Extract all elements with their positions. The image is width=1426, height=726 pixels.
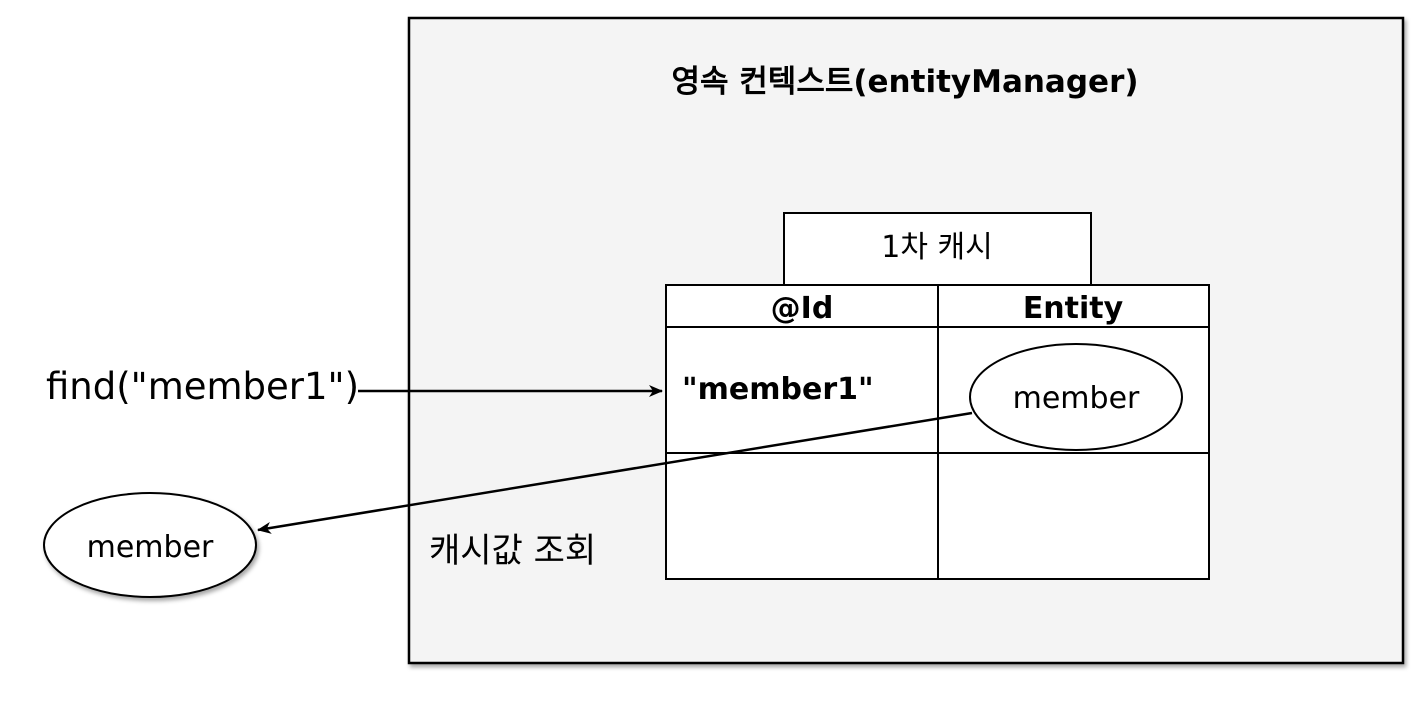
returned-entity-label: member: [87, 530, 214, 565]
first-level-cache-label-box: [783, 212, 1092, 286]
column-header-entity: Entity: [1023, 291, 1124, 326]
return-entity-arrow: [257, 411, 973, 534]
cache-entity-label: member: [1013, 381, 1140, 416]
cache-row-id: "member1": [682, 372, 874, 407]
cache-entity-ellipse: [969, 343, 1183, 451]
column-header-id: @Id: [771, 291, 834, 326]
persistence-context-title: 영속 컨텍스트(entityManager): [671, 64, 1138, 100]
find-call-text: find("member1"): [46, 365, 359, 408]
first-level-cache-label: 1차 캐시: [881, 230, 992, 265]
cache-lookup-label: 캐시값 조회: [429, 531, 596, 571]
returned-entity-ellipse: [43, 492, 257, 598]
